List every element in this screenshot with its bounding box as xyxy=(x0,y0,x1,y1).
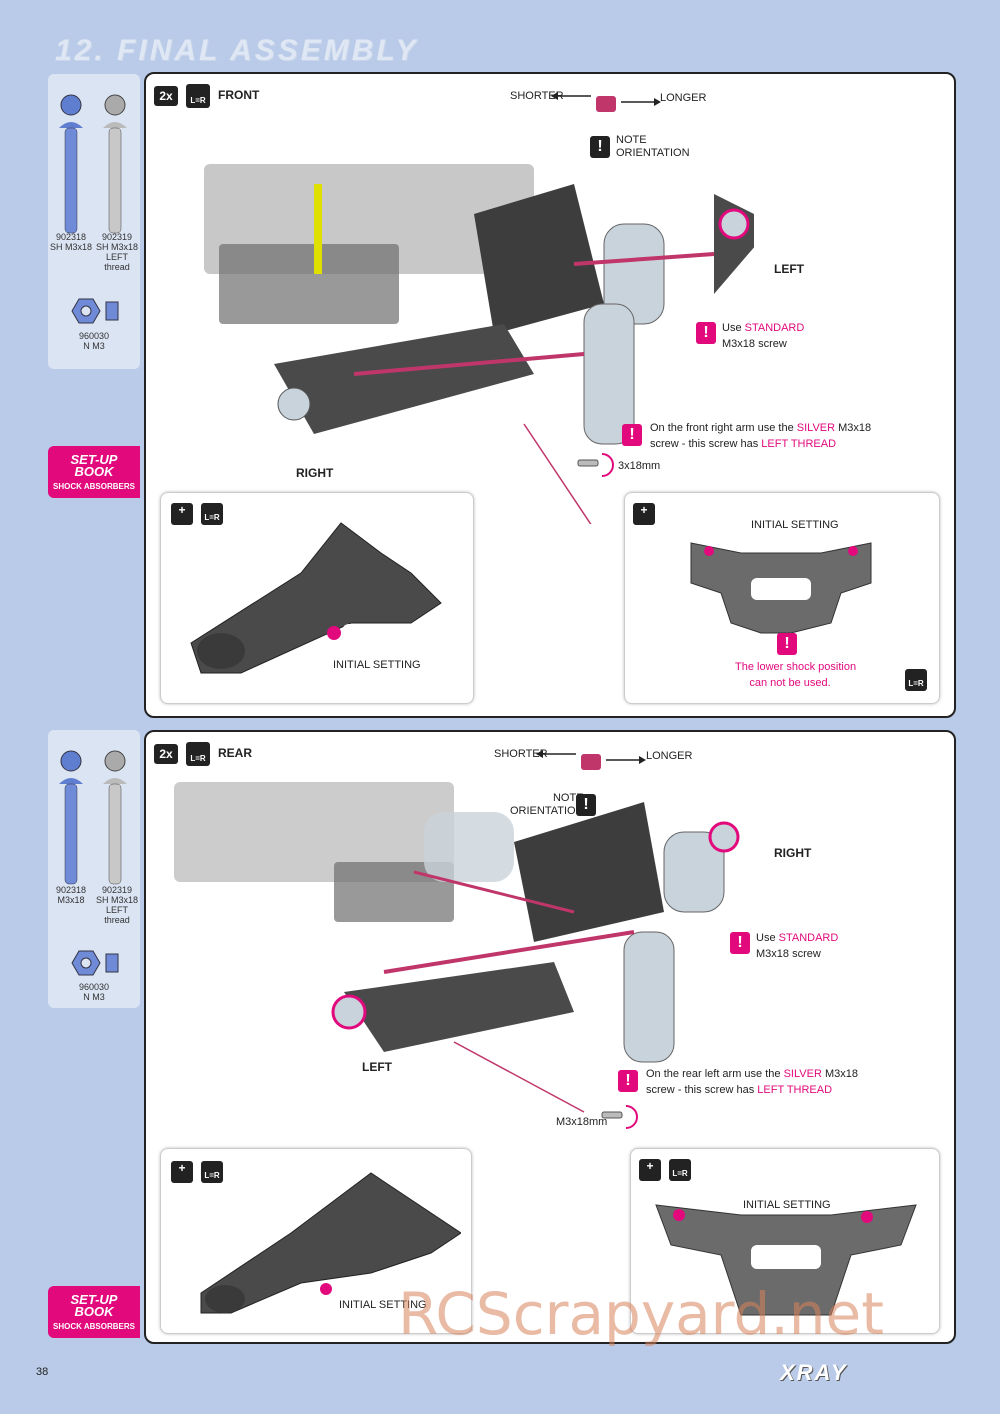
l-equals-r-icon: L=R xyxy=(186,742,210,766)
l-equals-r-icon: L=R xyxy=(201,1161,223,1183)
shorter-label: SHORTER xyxy=(510,90,564,102)
screw-rotation-icon xyxy=(601,1105,638,1129)
shock-tower-icon xyxy=(655,1204,917,1316)
initial-setting-label: INITIAL SETTING xyxy=(333,659,421,671)
initial-setting-label: INITIAL SETTING xyxy=(339,1299,427,1311)
shock-spacer-icon xyxy=(536,750,646,770)
initial-setting-label: INITIAL SETTING xyxy=(743,1199,831,1211)
l-equals-r-icon: L=R xyxy=(186,84,210,108)
quantity-badge: 2x xyxy=(154,744,178,764)
silver-screw-icon xyxy=(103,750,127,885)
detail-icon: + xyxy=(171,1161,193,1183)
suspension-arm-icon xyxy=(200,1172,461,1314)
quantity-badge: 2x xyxy=(154,86,178,106)
screw-size-label: M3x18mm xyxy=(556,1116,608,1128)
watermark: RCScrapyard.net xyxy=(398,1280,884,1348)
warning-icon: ! xyxy=(777,633,797,655)
shock-spacer-icon xyxy=(551,92,661,112)
screw-icon xyxy=(59,750,83,885)
arm-screw-note: On the front right arm use the SILVER M3… xyxy=(650,422,872,450)
l-equals-r-icon: L=R xyxy=(905,669,927,691)
warning-icon: ! xyxy=(696,322,716,344)
longer-label: LONGER xyxy=(660,92,707,104)
warning-icon: ! xyxy=(730,932,750,954)
silver-screw-icon xyxy=(103,94,127,234)
page-number: 38 xyxy=(36,1366,49,1378)
detail-icon: + xyxy=(171,503,193,525)
page-title: 12. FINAL ASSEMBLY xyxy=(55,34,419,67)
l-equals-r-icon: L=R xyxy=(201,503,223,525)
detail-icon: + xyxy=(633,503,655,525)
arm-screw-note: On the rear left arm use the SILVER M3x1… xyxy=(646,1068,858,1096)
standard-screw-note: Use STANDARD M3x18 screw xyxy=(722,322,805,350)
nut-icon xyxy=(71,298,119,324)
side-label-right: RIGHT xyxy=(774,846,812,860)
note-icon: ! xyxy=(576,794,596,816)
note-icon: ! xyxy=(590,136,610,158)
shorter-label: SHORTER xyxy=(494,748,548,760)
setup-book-link-front[interactable]: SET-UP BOOK SHOCK ABSORBERS xyxy=(48,446,140,498)
chassis-illustration xyxy=(204,164,754,524)
detail-icon: + xyxy=(639,1159,661,1181)
side-label-left: LEFT xyxy=(362,1060,392,1074)
detail-box-arm: + L=R INITIAL SETTING xyxy=(160,1148,472,1334)
warning-icon: ! xyxy=(618,1070,638,1092)
section-heading: FRONT xyxy=(218,88,260,102)
setup-book-link-rear[interactable]: SET-UP BOOK SHOCK ABSORBERS xyxy=(48,1286,140,1338)
detail-box-shock-tower: + INITIAL SETTING ! The lower shock posi… xyxy=(624,492,940,704)
standard-screw-note: Use STANDARD M3x18 screw xyxy=(756,932,839,960)
suspension-arm-icon xyxy=(190,522,442,674)
side-label-left: LEFT xyxy=(774,262,804,276)
initial-setting-label: INITIAL SETTING xyxy=(751,519,839,531)
l-equals-r-icon: L=R xyxy=(669,1159,691,1181)
detail-box-arm: + L=R INITIAL SETTING xyxy=(160,492,474,704)
side-label-right: RIGHT xyxy=(296,466,334,480)
brand-logo: XRAY xyxy=(780,1360,848,1385)
section-heading: REAR xyxy=(218,746,253,760)
warning-icon: ! xyxy=(622,424,642,446)
screw-icon xyxy=(59,94,83,234)
chassis-illustration xyxy=(174,782,740,1113)
shock-tower-icon xyxy=(690,542,872,634)
screw-rotation-icon xyxy=(577,453,614,477)
screw-size-label: 3x18mm xyxy=(618,460,661,472)
longer-label: LONGER xyxy=(646,750,693,762)
detail-box-shock-tower: + L=R INITIAL SETTING xyxy=(630,1148,940,1334)
nut-icon xyxy=(71,950,119,976)
